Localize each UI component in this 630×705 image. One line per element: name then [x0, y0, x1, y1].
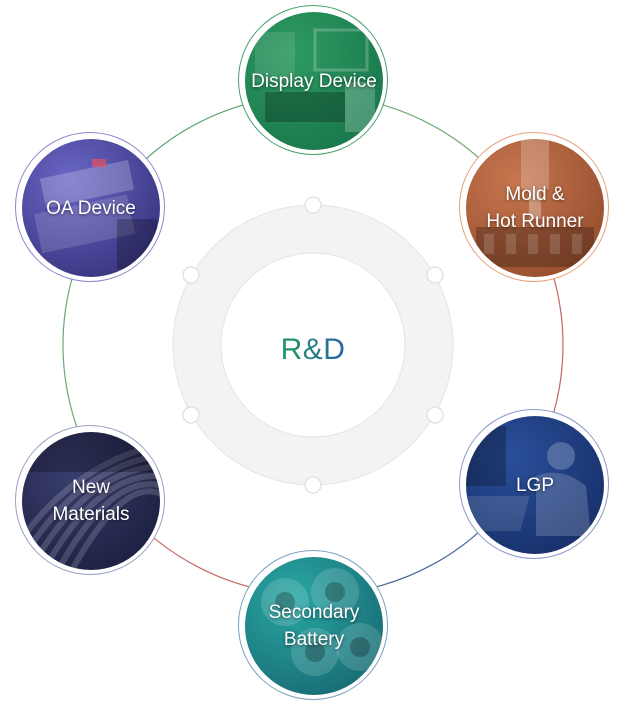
node-label: Mold & Hot Runner [486, 184, 584, 232]
machining-photo-art [476, 139, 594, 267]
lab-worker-photo-art [466, 426, 591, 536]
node-lgp[interactable]: LGP [459, 409, 609, 559]
battery-cells-photo-art [261, 568, 383, 676]
node-oa-device[interactable]: OA Device [15, 132, 165, 282]
display-device-photo [245, 12, 383, 150]
node-label: LGP [515, 474, 555, 496]
ring-dot [182, 266, 200, 284]
node-new-materials[interactable]: New Materials [15, 425, 165, 575]
lab-worker-photo [466, 416, 604, 554]
battery-cells-photo [245, 557, 383, 695]
ring-dot [426, 266, 444, 284]
printer-parts-photo [22, 139, 160, 277]
ring-dot [304, 476, 322, 494]
center-ring-edge [220, 252, 406, 438]
ring-dot [426, 406, 444, 424]
node-mold-hot-runner[interactable]: Mold & Hot Runner [459, 132, 609, 282]
center-label: R&D [213, 300, 413, 400]
node-label: Secondary Battery [268, 602, 360, 650]
node-label: New Materials [52, 477, 130, 525]
node-display-device[interactable]: Display Device [238, 5, 388, 155]
display-device-photo-art [255, 28, 375, 132]
node-label: OA Device [46, 197, 136, 219]
ring-dot [304, 196, 322, 214]
printer-parts-photo-art [33, 159, 157, 269]
node-label: Display Device [251, 70, 377, 92]
material-rolls-photo [22, 432, 160, 570]
machining-photo [466, 139, 604, 277]
material-rolls-photo-art [22, 432, 160, 570]
center-ring-band [173, 205, 453, 485]
node-secondary-battery[interactable]: Secondary Battery [238, 550, 388, 700]
center-label-text: R&D [280, 333, 346, 366]
ring-dot [182, 406, 200, 424]
